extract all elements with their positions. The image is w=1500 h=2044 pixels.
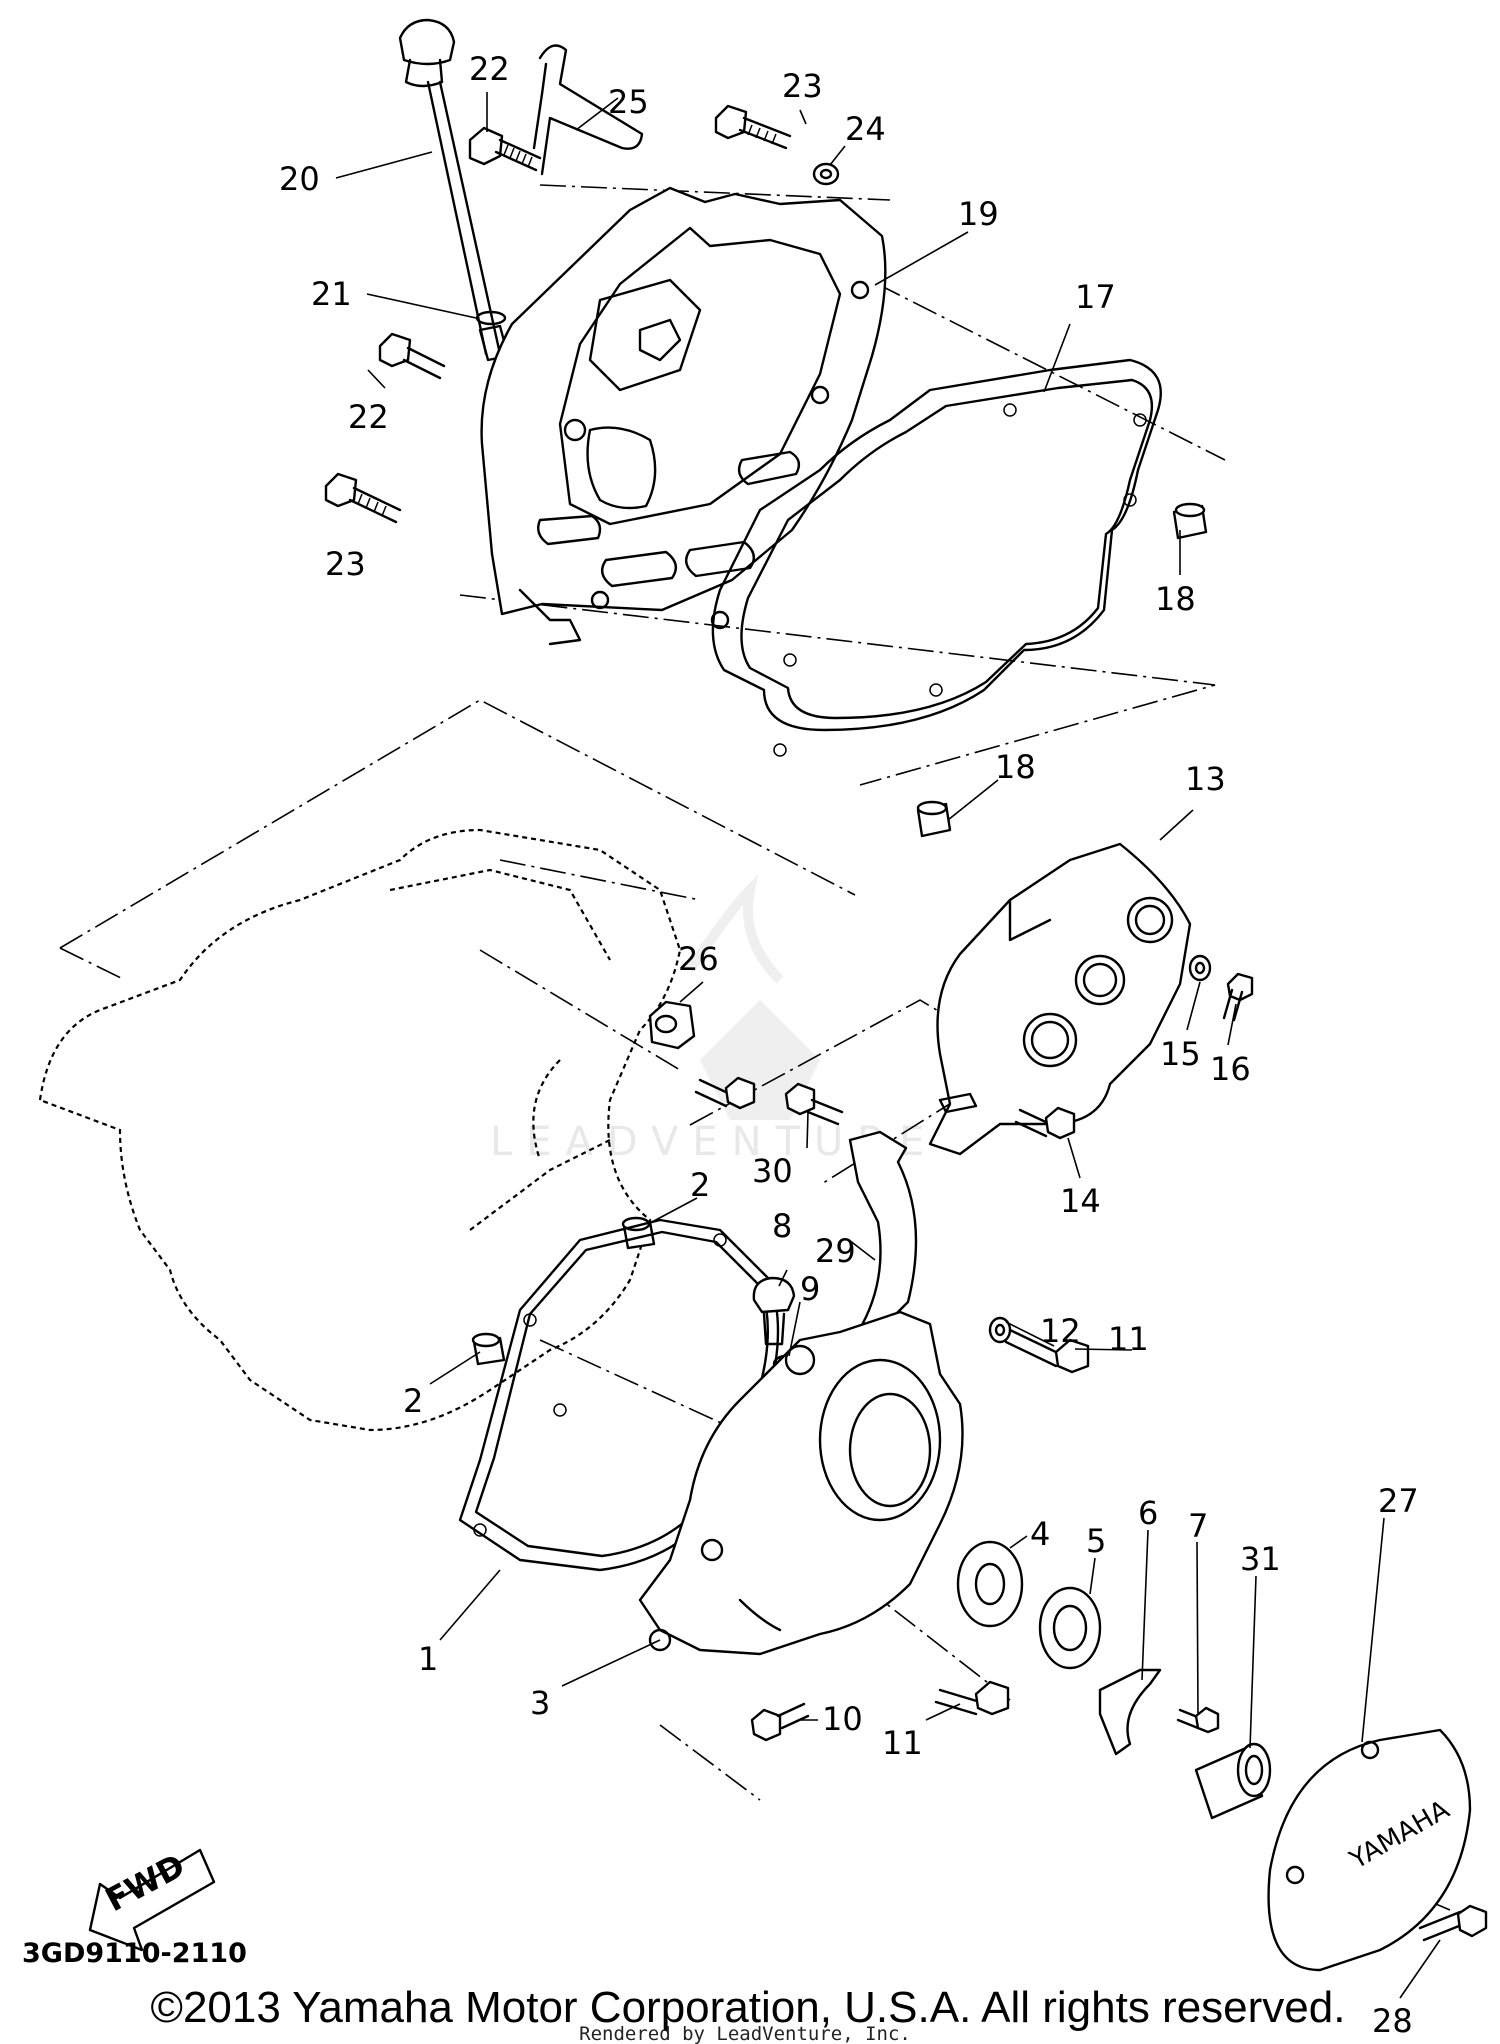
bolt-23-left <box>324 472 402 524</box>
callout-28: 28 <box>1372 2002 1413 2040</box>
crankcase-cover-3 <box>638 1310 964 1656</box>
plug-8 <box>752 1276 796 1346</box>
copyright-notice: ©2013 Yamaha Motor Corporation, U.S.A. A… <box>151 1983 1346 2032</box>
callout-20: 20 <box>279 160 320 198</box>
fwd-arrow-icon: FWD <box>88 1846 216 1952</box>
cover-plate-13 <box>928 842 1192 1156</box>
callout-23b: 23 <box>325 545 366 583</box>
dipstick-part <box>398 18 510 362</box>
bolt-22-left <box>378 332 446 380</box>
guide-29 <box>848 1130 918 1344</box>
seal-5 <box>1038 1586 1102 1670</box>
callout-11: 11 <box>1108 1320 1149 1358</box>
callout-leaders <box>335 92 1441 1999</box>
callout-18b: 18 <box>995 748 1036 786</box>
dowel-2-lower <box>471 1332 506 1366</box>
callout-10: 10 <box>822 1700 863 1738</box>
bolt-14 <box>1014 1106 1076 1140</box>
callout-13: 13 <box>1185 760 1226 798</box>
bolt-26 <box>694 1076 756 1110</box>
dowel-18-upper <box>1172 502 1208 540</box>
bolt-23-top <box>714 104 792 150</box>
callout-26: 26 <box>678 940 719 978</box>
callout-12: 12 <box>1040 1312 1081 1350</box>
screw-7 <box>1176 1706 1220 1734</box>
washer-24 <box>812 162 840 186</box>
bolt-16 <box>1222 972 1254 1022</box>
callout-14: 14 <box>1060 1182 1101 1220</box>
callout-5: 5 <box>1086 1522 1106 1560</box>
sleeve-31 <box>1194 1742 1272 1820</box>
callout-18: 18 <box>1155 580 1196 618</box>
bolt-11-lower <box>934 1680 1010 1716</box>
callout-30: 30 <box>752 1152 793 1190</box>
o-ring-21 <box>475 310 507 326</box>
collar-26 <box>648 1000 696 1050</box>
cover-27: YAMAHA <box>1267 1728 1472 1972</box>
diagram-code: 3GD9110-2110 <box>22 1938 247 1969</box>
bracket-25 <box>532 44 644 176</box>
bolt-30 <box>784 1082 844 1126</box>
render-credit: Rendered by LeadVenture, Inc. <box>579 2023 911 2044</box>
callout-3: 3 <box>530 1684 550 1722</box>
dowel-18-lower <box>916 800 952 838</box>
crankcase-outline <box>38 828 682 1432</box>
callout-9: 9 <box>800 1270 820 1308</box>
washer-15 <box>1188 954 1212 982</box>
gasket-17 <box>711 358 1162 757</box>
bolt-11-upper <box>1004 1328 1090 1374</box>
callout-23: 23 <box>782 67 823 105</box>
callout-31: 31 <box>1240 1540 1281 1578</box>
callout-6: 6 <box>1138 1494 1158 1532</box>
callout-2b: 2 <box>403 1382 423 1420</box>
bolt-28 <box>1418 1904 1488 1942</box>
crankcase-cover-19 <box>480 186 887 646</box>
callout-8: 8 <box>772 1207 792 1245</box>
callout-22: 22 <box>469 50 510 88</box>
callout-2: 2 <box>690 1166 710 1204</box>
callout-16: 16 <box>1210 1050 1251 1088</box>
callout-25: 25 <box>608 83 649 121</box>
plate-6 <box>1098 1668 1162 1756</box>
washer-12 <box>988 1316 1012 1344</box>
callout-4: 4 <box>1030 1515 1050 1553</box>
callout-1: 1 <box>418 1640 438 1678</box>
callout-7: 7 <box>1188 1507 1208 1545</box>
callout-11b: 11 <box>882 1724 923 1762</box>
callout-19: 19 <box>958 195 999 233</box>
callout-24: 24 <box>845 110 886 148</box>
bolt-10 <box>750 1702 810 1742</box>
bearing-4 <box>956 1540 1024 1628</box>
callout-17: 17 <box>1075 278 1116 316</box>
callout-21: 21 <box>311 275 352 313</box>
callout-22b: 22 <box>348 398 389 436</box>
bolt-22-top <box>468 126 542 172</box>
callout-27: 27 <box>1378 1482 1419 1520</box>
callout-numbers: 20 22 25 23 24 19 21 17 22 23 18 18 13 2… <box>279 50 1419 2040</box>
leadventure-watermark: LEADVENTURE <box>490 874 924 1165</box>
callout-15: 15 <box>1160 1035 1201 1073</box>
callout-29: 29 <box>815 1232 856 1270</box>
